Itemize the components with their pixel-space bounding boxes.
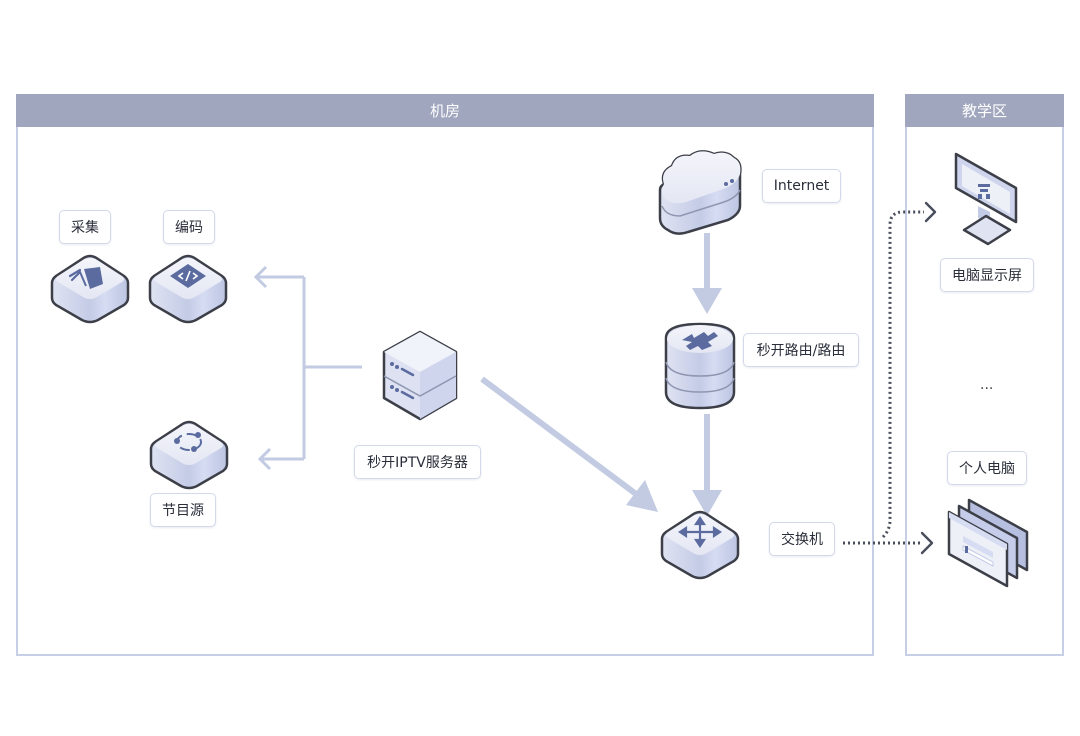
- arrowhead-to-pc: [920, 531, 934, 555]
- program-source-label-text: 节目源: [162, 503, 204, 519]
- iptv-server-label: 秒开IPTV服务器: [354, 445, 481, 479]
- teaching-area-panel: [905, 127, 1064, 656]
- capture-card-icon: [50, 254, 130, 324]
- server-room-header: 机房: [16, 94, 874, 127]
- server-room-panel: [16, 127, 874, 656]
- router-icon: [664, 322, 736, 410]
- iptv-server-label-text: 秒开IPTV服务器: [367, 455, 468, 471]
- monitor-label: 电脑显示屏: [940, 258, 1034, 292]
- share-nodes-icon: [149, 420, 229, 490]
- windows-stack-icon: [947, 498, 1029, 588]
- teaching-area-title: 教学区: [961, 102, 1007, 120]
- encode-label-text: 编码: [175, 220, 203, 236]
- pc-label: 个人电脑: [947, 451, 1027, 485]
- monitor-label-text: 电脑显示屏: [952, 268, 1022, 284]
- pc-label-text: 个人电脑: [959, 461, 1015, 477]
- internet-label-text: Internet: [773, 178, 830, 194]
- capture-label-text: 采集: [71, 220, 99, 236]
- connector-switch-to-clients: [843, 210, 924, 545]
- switch-label-text: 交换机: [781, 532, 823, 548]
- monitor-icon: [954, 152, 1018, 246]
- encode-label: 编码: [163, 210, 215, 244]
- teaching-area-header: 教学区: [905, 94, 1064, 127]
- switch-icon: [660, 510, 740, 580]
- server-icon: [382, 330, 458, 421]
- code-icon: [148, 254, 228, 324]
- router-label-text: 秒开路由/路由: [756, 343, 846, 359]
- switch-label: 交换机: [769, 522, 835, 556]
- connector-server-to-switch: [480, 376, 658, 512]
- connector-server-to-sources: [253, 265, 362, 471]
- connector-router-to-switch: [692, 414, 722, 516]
- arrowhead-to-monitor: [924, 201, 937, 223]
- connector-internet-to-router: [692, 233, 722, 314]
- internet-label: Internet: [762, 169, 841, 203]
- server-room-title: 机房: [429, 102, 460, 120]
- capture-label: 采集: [59, 210, 111, 244]
- more-clients-ellipsis: ...: [980, 377, 994, 393]
- router-label: 秒开路由/路由: [743, 333, 859, 367]
- program-source-label: 节目源: [150, 493, 216, 527]
- cloud-icon: [658, 150, 742, 235]
